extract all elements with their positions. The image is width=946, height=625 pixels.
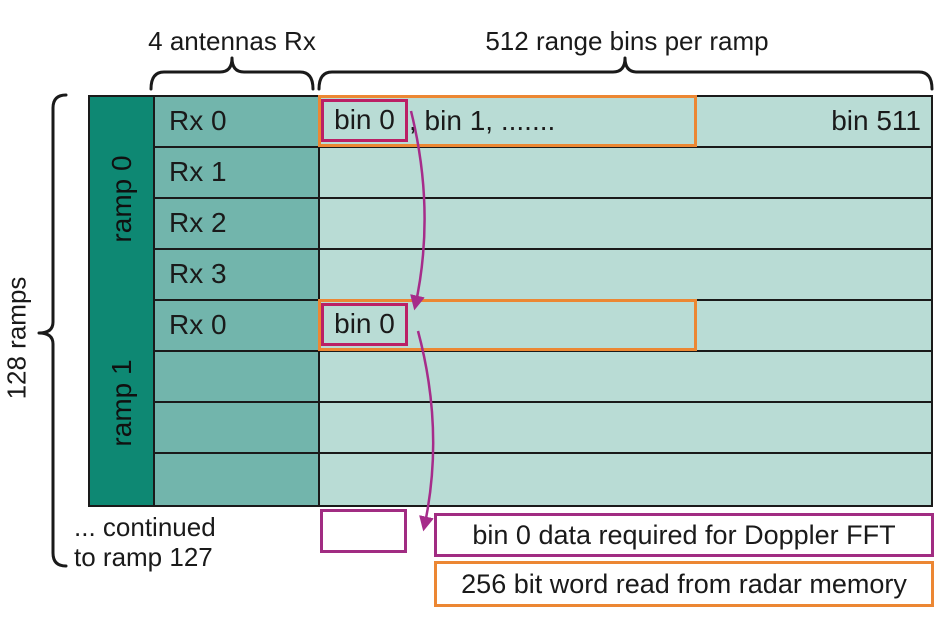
table-row	[155, 454, 931, 505]
table-row: Rx 0 bin 0	[155, 299, 931, 352]
bin-cell: bin 0 , bin 1, ....... bin 511	[318, 95, 931, 147]
range-bins-label: 512 range bins per ramp	[485, 26, 769, 56]
bin-cell: bin 0	[318, 299, 931, 351]
rx-label-cell: Rx 1	[155, 148, 320, 197]
word-highlight-box-ramp1: bin 0	[318, 299, 697, 351]
table-rows: Rx 0 bin 0 , bin 1, ....... bin 511 Rx 1…	[155, 95, 931, 505]
table-row	[155, 403, 931, 454]
bin-cell	[320, 250, 931, 299]
bin0-highlight-box-ramp0: bin 0	[321, 99, 408, 142]
word-highlight-box-ramp0: bin 0 , bin 1, .......	[318, 95, 697, 147]
antennas-label: 4 antennas Rx	[148, 26, 316, 56]
bin511-label: bin 511	[831, 105, 921, 136]
antennas-brace	[149, 56, 315, 91]
table-row: Rx 1	[155, 148, 931, 199]
ramps-brace	[37, 93, 68, 568]
rx-label-cell: Rx 0	[155, 301, 320, 350]
memory-table: ramp 0 ramp 1 Rx 0 bin 0 , bin 1, ......…	[88, 95, 933, 507]
bin-sequence-label: , bin 1, .......	[409, 105, 556, 136]
table-row: Rx 3	[155, 250, 931, 301]
ramp0-label: ramp 0	[105, 155, 137, 243]
ramp1-label: ramp 1	[105, 359, 137, 447]
bin-cell	[320, 148, 931, 197]
rx-label-cell	[155, 403, 320, 452]
legend-word-box: 256 bit word read from radar memory	[434, 561, 934, 607]
range-bins-brace	[317, 56, 934, 91]
table-row: Rx 2	[155, 199, 931, 250]
continued-line2: to ramp 127	[74, 542, 213, 572]
ramp0-header-cell: ramp 0	[90, 97, 155, 303]
continued-line1: ... continued	[74, 512, 216, 542]
collected-bin0-box	[320, 509, 407, 553]
table-row: Rx 0 bin 0 , bin 1, ....... bin 511	[155, 95, 931, 148]
rx-label-cell: Rx 3	[155, 250, 320, 299]
bin-cell	[320, 199, 931, 248]
rx-label-cell	[155, 454, 320, 505]
bin-cell	[320, 454, 931, 505]
legend-doppler-box: bin 0 data required for Doppler FFT	[434, 513, 934, 557]
ramps-label: 128 ramps	[1, 276, 32, 400]
table-row	[155, 352, 931, 403]
rx-label-cell: Rx 0	[155, 97, 320, 146]
bin-cell	[320, 352, 931, 401]
bin0-highlight-box-ramp1: bin 0	[321, 303, 408, 346]
rx-label-cell: Rx 2	[155, 199, 320, 248]
rx-label-cell	[155, 352, 320, 401]
ramp1-header-cell: ramp 1	[90, 301, 155, 505]
bin-cell	[320, 403, 931, 452]
continued-note: ... continued to ramp 127	[74, 512, 216, 572]
